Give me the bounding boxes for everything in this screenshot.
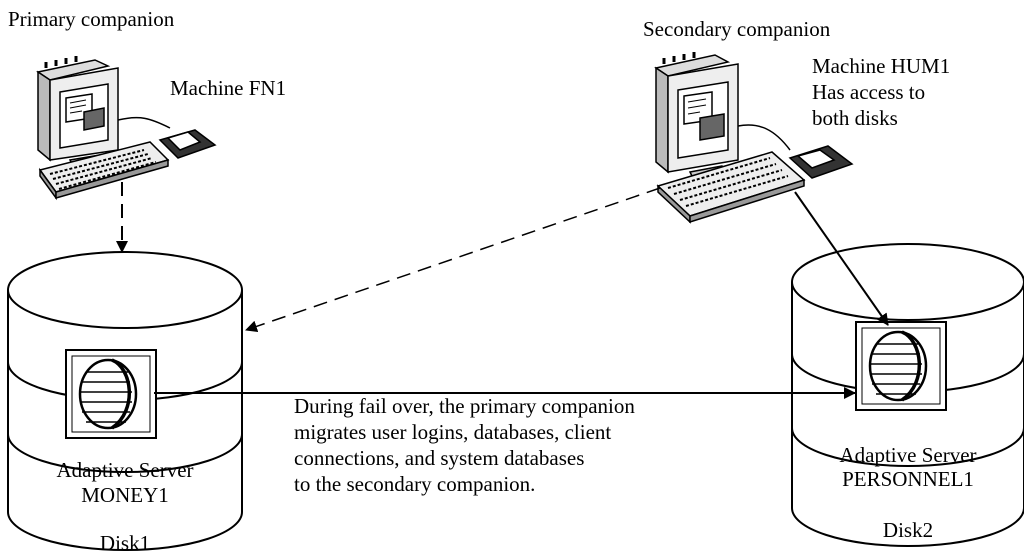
primary-companion-heading: Primary companion	[8, 7, 175, 31]
disk2-server-icon	[855, 321, 947, 411]
secondary-machine-line-2: Has access to	[812, 80, 926, 104]
secondary-computer-icon	[654, 52, 854, 224]
disk1-server-icon	[65, 349, 157, 439]
secondary-companion-heading: Secondary companion	[643, 17, 831, 41]
primary-machine-label: Machine FN1	[170, 76, 287, 100]
disk2-label: Disk2	[882, 518, 934, 542]
disk2-server-name-line-2: PERSONNEL1	[842, 467, 974, 491]
primary-computer-icon	[36, 56, 217, 201]
secondary-machine-line-3: both disks	[812, 106, 898, 130]
disk1-server-name-line-2: MONEY1	[81, 483, 169, 507]
disk1-server-name-line-1: Adaptive Server	[56, 458, 194, 482]
disk2-cylinder	[791, 243, 1024, 547]
disk1-label: Disk1	[99, 531, 151, 555]
secondary-to-disk1-dashed-arrow	[245, 187, 661, 333]
failover-note-line-3: connections, and system databases	[294, 446, 585, 470]
failover-note-line-2: migrates user logins, databases, client	[294, 420, 612, 444]
disk2-server-name-line-1: Adaptive Server	[839, 443, 977, 467]
secondary-machine-line-1: Machine HUM1	[812, 54, 951, 78]
secondary-to-disk2-arrow	[794, 191, 889, 326]
failover-note-line-4: to the secondary companion.	[294, 472, 536, 496]
failover-note-line-1: During fail over, the primary companion	[294, 394, 635, 418]
